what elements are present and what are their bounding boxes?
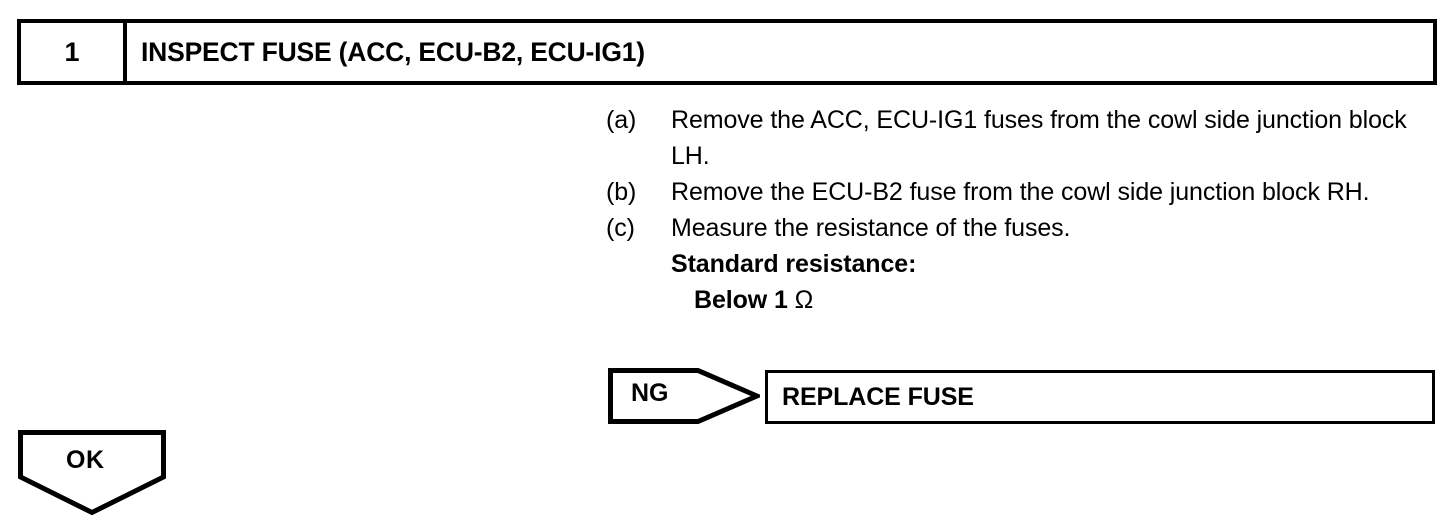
standard-resistance-value: Below 1 Ω (694, 282, 1436, 318)
procedure-label-b: (b) (606, 178, 637, 206)
ohm-unit-symbol: Ω (794, 286, 814, 314)
ng-result-text: REPLACE FUSE (782, 382, 974, 411)
step-title-cell: INSPECT FUSE (ACC, ECU-B2, ECU-IG1) (127, 23, 1433, 81)
ok-branch-label: OK (66, 446, 105, 474)
procedure-label-a: (a) (606, 106, 637, 134)
step-header-bar: 1 INSPECT FUSE (ACC, ECU-B2, ECU-IG1) (17, 19, 1437, 85)
ng-branch-label: NG (631, 379, 669, 407)
list-item: (c) Measure the resistance of the fuses. (606, 210, 1436, 246)
procedure-text-a: Remove the ACC, ECU-IG1 fuses from the c… (671, 106, 1407, 170)
step-number: 1 (64, 36, 80, 67)
ok-branch-pointer (18, 430, 166, 516)
procedure-list: (a) Remove the ACC, ECU-IG1 fuses from t… (606, 102, 1436, 318)
step-number-cell: 1 (21, 23, 127, 81)
procedure-text-b: Remove the ECU-B2 fuse from the cowl sid… (671, 178, 1370, 206)
step-title: INSPECT FUSE (ACC, ECU-B2, ECU-IG1) (141, 36, 645, 67)
ng-result-box: REPLACE FUSE (765, 370, 1435, 424)
list-item: (b) Remove the ECU-B2 fuse from the cowl… (606, 174, 1436, 210)
procedure-label-c: (c) (606, 214, 635, 242)
list-item: (a) Remove the ACC, ECU-IG1 fuses from t… (606, 102, 1436, 174)
resistance-value-text: Below 1 (694, 286, 788, 314)
procedure-text-c: Measure the resistance of the fuses. (671, 214, 1071, 242)
standard-resistance-heading: Standard resistance: (671, 250, 917, 278)
ng-branch-arrow (608, 368, 760, 424)
